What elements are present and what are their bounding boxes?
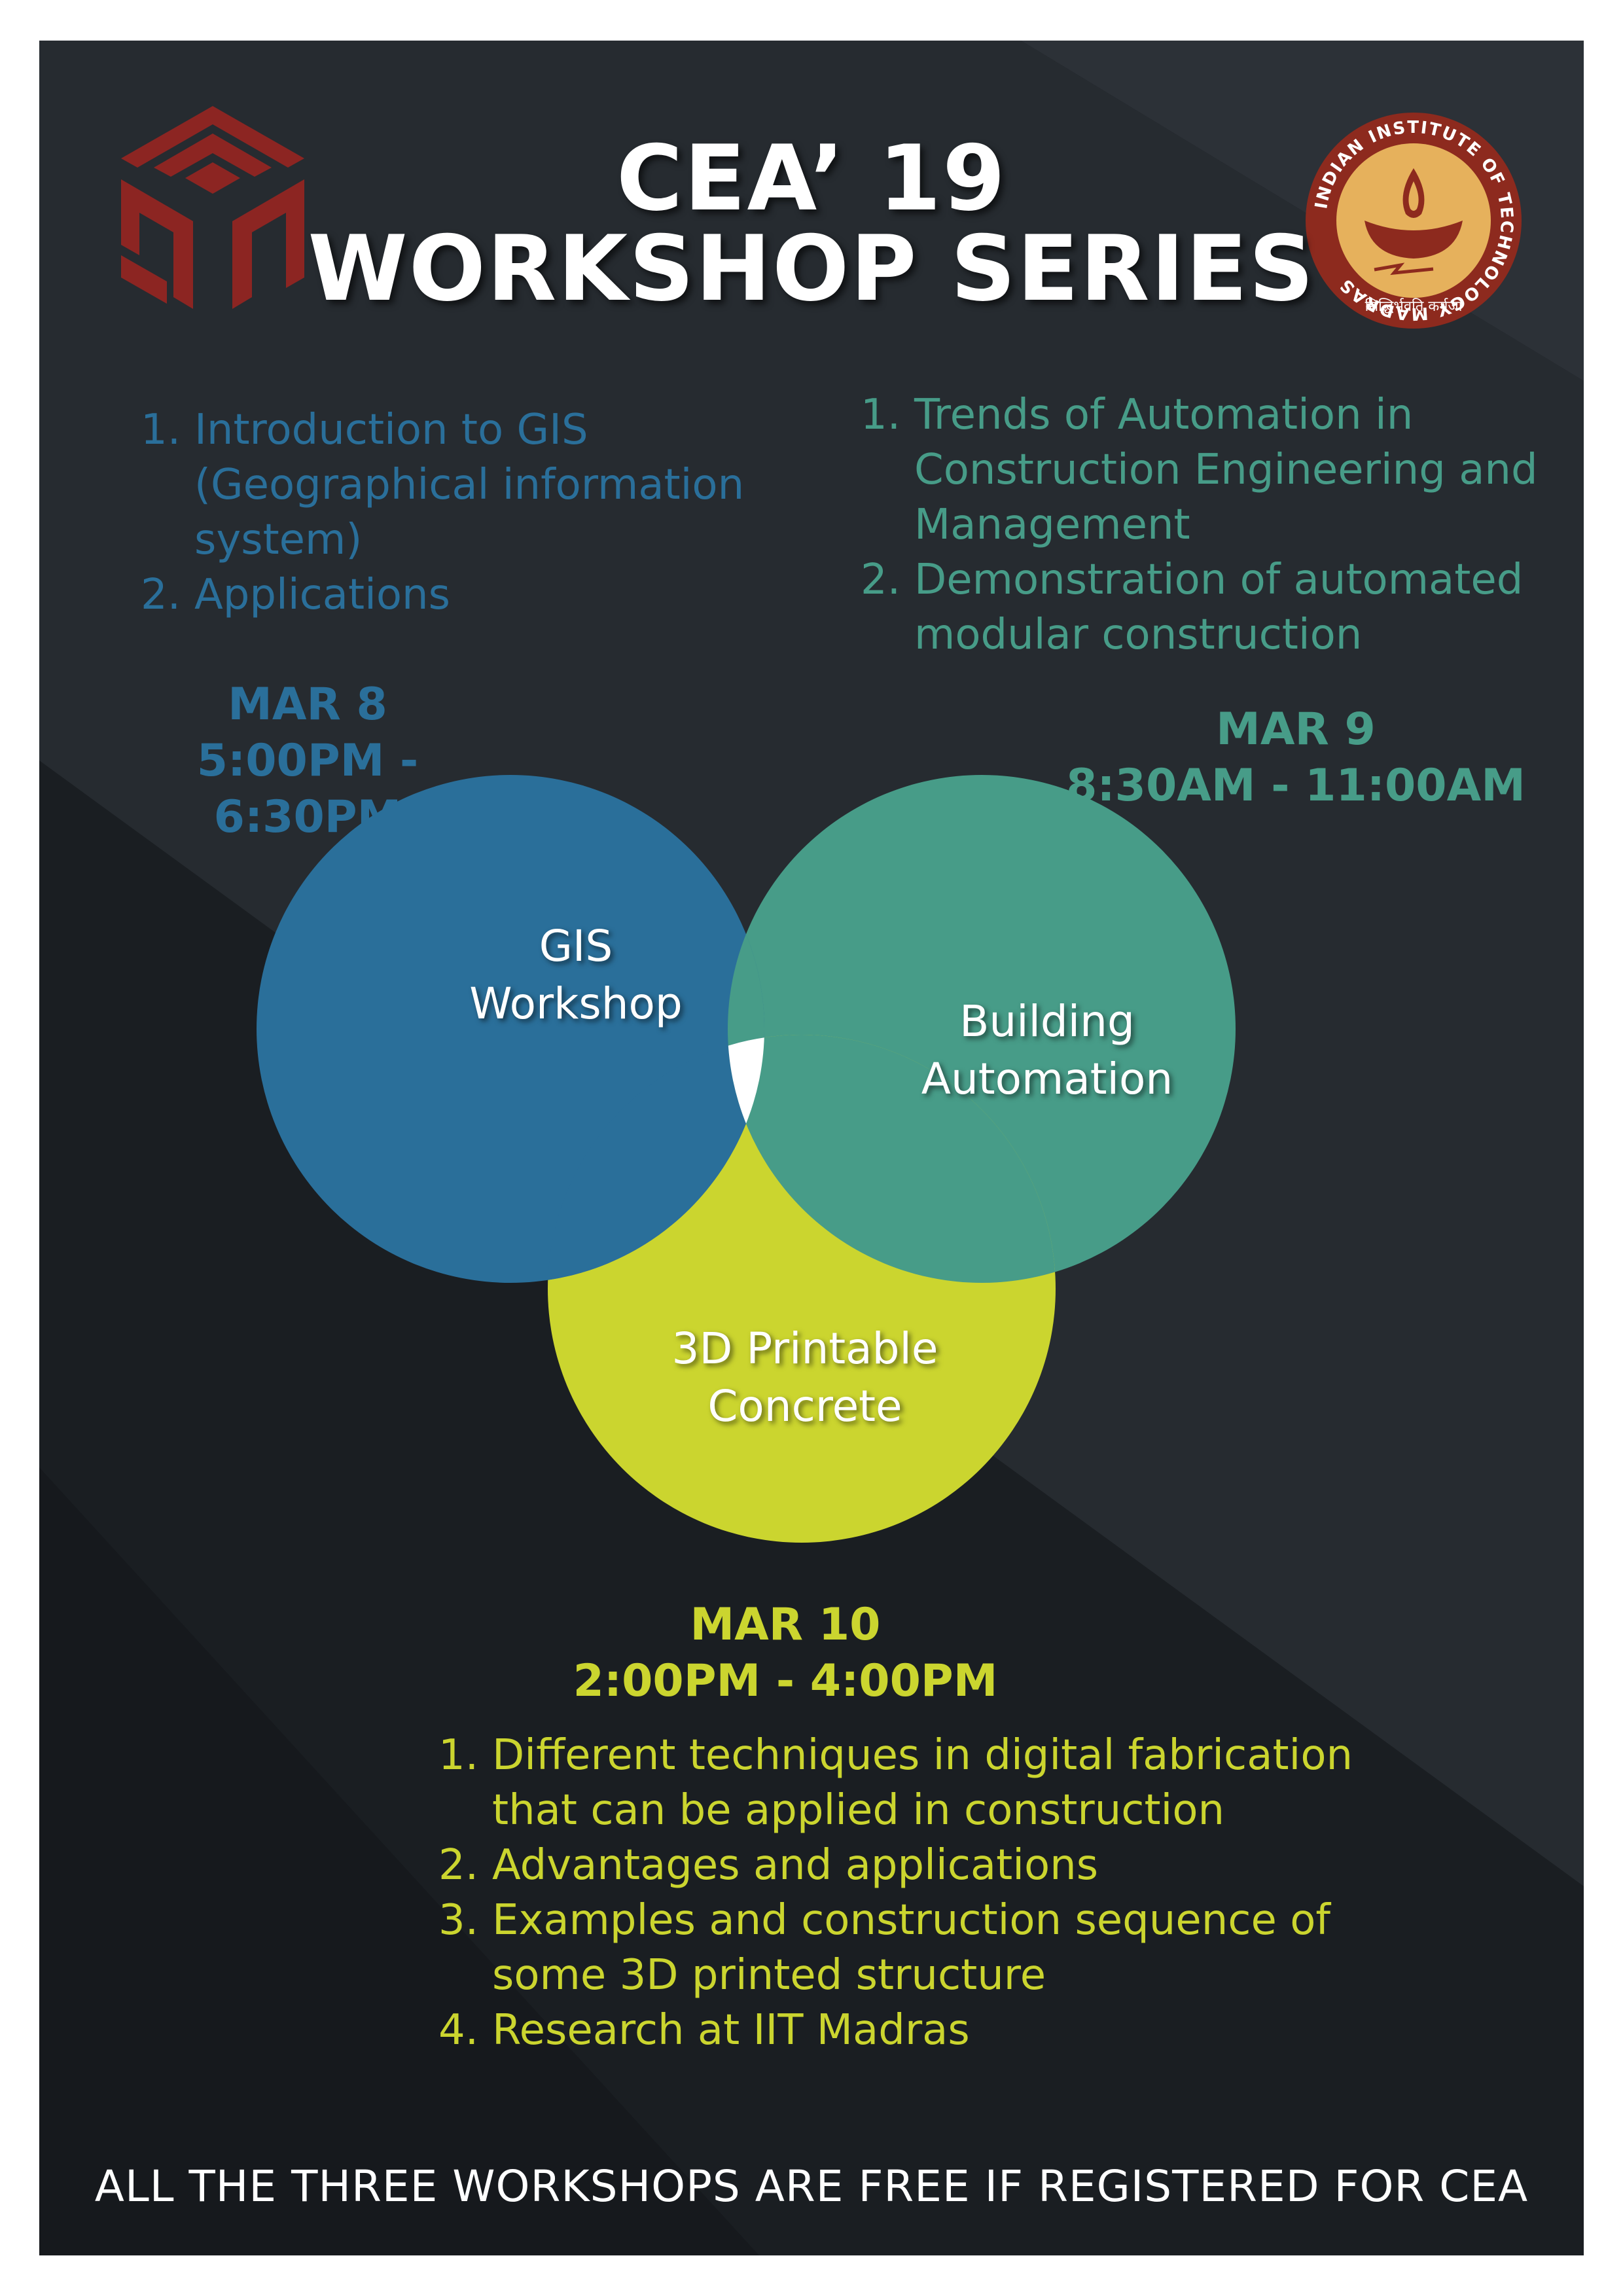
list-item: 1. Trends of Automation in Construction … [861, 387, 1574, 552]
title-line-1: CEA’ 19 [616, 126, 1007, 231]
bg-band-bottom-left [39, 1467, 759, 2255]
building-automation-schedule: MAR 9 8:30AM - 11:00AM [1060, 702, 1531, 814]
venn-overlap-ba-pc [728, 1035, 1056, 1283]
list-item-text: Trends of Automation in Construction Eng… [914, 391, 1538, 549]
list-item-text: Introduction to GIS (Geographical inform… [194, 406, 745, 564]
printable-concrete-time: 2:00PM - 4:00PM [573, 1655, 998, 1707]
list-item-text: Advantages and applications [492, 1841, 1099, 1890]
venn-label-line: Automation [921, 1054, 1173, 1104]
venn-overlap-gis-pc [548, 1035, 764, 1283]
gis-date: MAR 8 [228, 679, 387, 730]
printable-concrete-date: MAR 10 [690, 1599, 881, 1651]
lightning-icon [1374, 262, 1434, 276]
list-item-text: Applications [194, 571, 450, 619]
venn-label-line: Workshop [469, 978, 683, 1029]
list-item-number: 2. [141, 571, 181, 619]
list-item-number: 2. [438, 1841, 479, 1890]
list-item-number: 2. [861, 556, 901, 604]
list-item: 3. Examples and construction sequence of… [438, 1893, 1368, 2003]
poster: INDIAN INSTITUTE OF TECHNOLOGY MADRAS सि… [39, 41, 1584, 2255]
gis-topics-list: 1. Introduction to GIS (Geographical inf… [141, 403, 834, 622]
list-item-number: 1. [861, 391, 901, 439]
venn-label-line: Building [959, 996, 1135, 1047]
lamp-icon [1364, 221, 1463, 259]
printable-concrete-schedule: MAR 10 2:00PM - 4:00PM [550, 1597, 1021, 1710]
list-item-number: 1. [438, 1731, 479, 1780]
building-automation-topics-list: 1. Trends of Automation in Construction … [861, 387, 1574, 662]
list-item-number: 3. [438, 1896, 479, 1945]
iit-logo-motto: सिद्धिर्भवति कर्मजा [1365, 298, 1463, 315]
venn-label-building-automation: Building Automation [890, 993, 1204, 1108]
venn-label-line: Concrete [707, 1381, 902, 1431]
list-item: 2. Demonstration of automated modular co… [861, 552, 1574, 662]
list-item: 1. Introduction to GIS (Geographical inf… [141, 403, 834, 567]
footer-note: ALL THE THREE WORKSHOPS ARE FREE IF REGI… [94, 2161, 1529, 2212]
venn-label-gis: GIS Workshop [445, 918, 707, 1033]
list-item-text: Demonstration of automated modular const… [914, 556, 1524, 659]
list-item: 1. Different techniques in digital fabri… [438, 1728, 1368, 1838]
iit-madras-logo-icon: INDIAN INSTITUTE OF TECHNOLOGY MADRAS सि… [1306, 113, 1522, 329]
venn-label-line: GIS [539, 921, 613, 971]
venn-label-line: 3D Printable [671, 1323, 938, 1374]
list-item-number: 4. [438, 2006, 479, 2054]
list-item: 2. Advantages and applications [438, 1838, 1368, 1893]
list-item-number: 1. [141, 406, 181, 454]
building-automation-date: MAR 9 [1216, 704, 1376, 755]
list-item-text: Different techniques in digital fabricat… [492, 1731, 1353, 1835]
title-line-2: WORKSHOP SERIES [308, 216, 1315, 321]
list-item-text: Research at IIT Madras [492, 2006, 970, 2054]
iit-logo-center [1336, 143, 1491, 298]
list-item: 2. Applications [141, 567, 834, 622]
venn-label-printable-concrete: 3D Printable Concrete [609, 1320, 1001, 1435]
building-automation-time: 8:30AM - 11:00AM [1066, 760, 1525, 812]
cea-logo-icon [121, 106, 304, 309]
venn-diagram [257, 775, 1236, 1543]
list-item-text: Examples and construction sequence of so… [492, 1896, 1330, 2000]
printable-concrete-topics-list: 1. Different techniques in digital fabri… [438, 1728, 1368, 2058]
list-item: 4. Research at IIT Madras [438, 2003, 1368, 2058]
